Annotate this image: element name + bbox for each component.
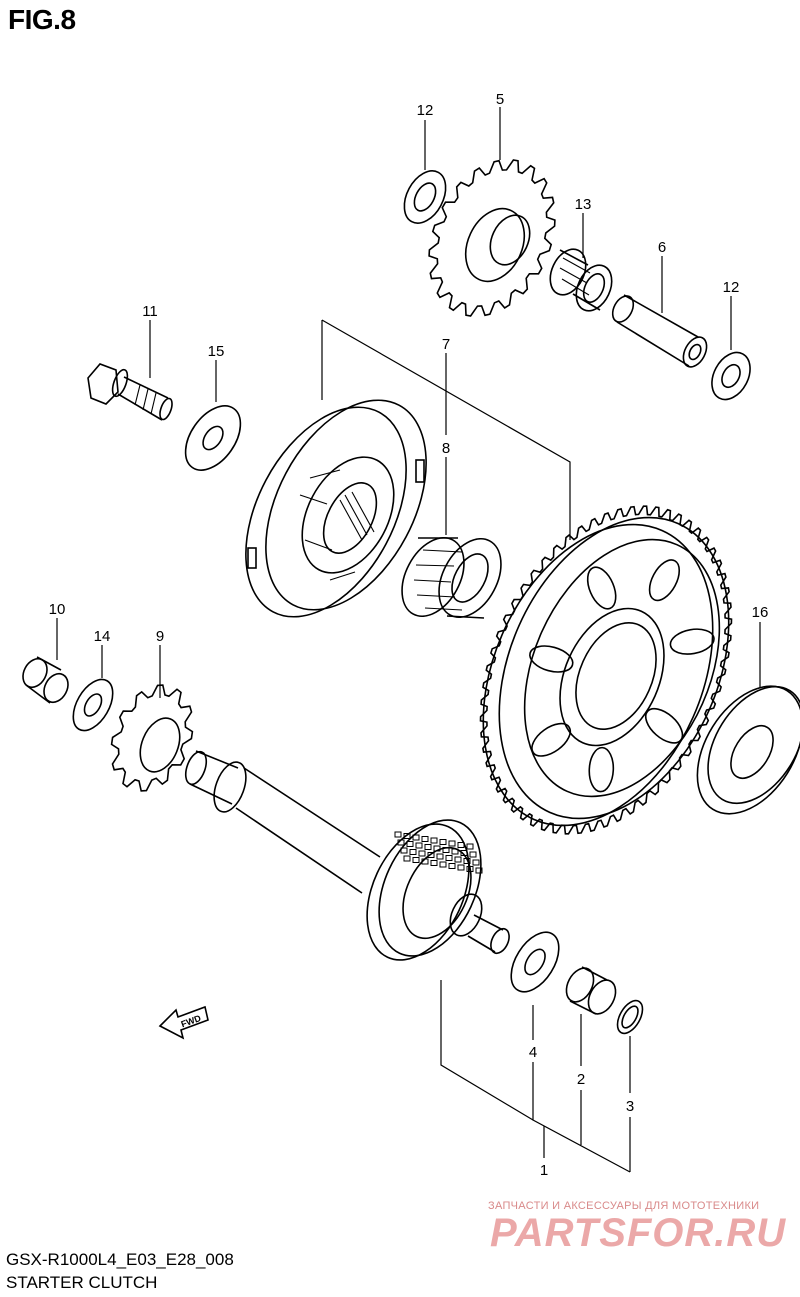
knurl-cell	[397, 839, 405, 846]
knurl-cell	[448, 863, 456, 869]
gear-window	[644, 707, 684, 744]
part-15-washer	[184, 405, 242, 471]
callout-9: 9	[156, 628, 164, 645]
knurl-cell	[439, 839, 447, 845]
knurl-cell	[403, 833, 411, 839]
fwd-arrow-icon	[158, 1005, 209, 1040]
callout-6: 6	[658, 239, 666, 256]
callout-1: 1	[540, 1162, 548, 1179]
watermark-tagline: ЗАПЧАСТИ И АКСЕССУАРЫ ДЛЯ МОТОТЕХНИКИ	[488, 1200, 760, 1212]
part-14-washer	[72, 678, 114, 732]
knurl-cell	[448, 840, 456, 847]
knurl-cell	[460, 850, 468, 856]
knurl-cell	[421, 858, 429, 865]
knurl-cell	[403, 855, 411, 862]
knurl-cell	[451, 848, 459, 855]
part-12-washer-upper	[403, 170, 447, 224]
knurl-cell	[457, 864, 465, 871]
knurl-cell	[466, 843, 474, 850]
knurl-cell	[424, 844, 432, 850]
part-6-shaft	[611, 294, 708, 368]
watermark-brand: PARTSFOR.RU	[490, 1211, 787, 1255]
gear-window	[529, 645, 574, 673]
knurl-cell	[394, 831, 402, 838]
gear-window	[531, 722, 572, 757]
callout-11: 11	[142, 303, 158, 320]
callout-16: 16	[752, 604, 769, 621]
part-7-clutch-housing	[245, 399, 427, 618]
knurl-cell	[475, 867, 483, 874]
part-10-bush	[22, 656, 69, 704]
knurl-cell	[463, 858, 471, 864]
callout-2: 2	[577, 1071, 585, 1088]
footer-section-name: STARTER CLUTCH	[6, 1273, 158, 1292]
knurl-cell	[457, 842, 465, 848]
callout-14: 14	[94, 628, 111, 645]
knurl-cell	[433, 845, 441, 852]
knurl-cell	[415, 842, 423, 849]
gear-window	[586, 566, 617, 610]
gear-window	[669, 628, 715, 655]
callout-10: 10	[49, 601, 66, 618]
knurl-cell	[442, 847, 450, 853]
part-12-washer-lower	[711, 351, 751, 401]
callout-4: 4	[529, 1044, 537, 1061]
footer-model-code: GSX-R1000L4_E03_E28_008	[6, 1250, 234, 1269]
part-2-bush	[565, 966, 617, 1015]
gear-window	[648, 559, 681, 602]
knurl-cell	[430, 837, 438, 844]
knurl-cell	[427, 852, 435, 858]
knurl-cell	[469, 851, 477, 858]
part-11-bolt	[87, 363, 173, 421]
callout-13: 13	[575, 196, 592, 213]
starter-driven-gear	[479, 505, 733, 835]
clutch-shaft-assembly	[184, 750, 510, 961]
knurl-cell	[430, 860, 438, 866]
callout-3: 3	[626, 1098, 634, 1115]
knurl-cell	[412, 857, 420, 863]
knurl-cell	[439, 861, 447, 868]
knurl-cell	[406, 841, 414, 847]
knurl-cell	[454, 856, 462, 863]
assembly-bracket-upper	[321, 319, 571, 540]
part-4-washer	[510, 931, 560, 993]
knurl-cell	[409, 849, 417, 855]
leader-lines	[56, 107, 761, 1093]
callout-7: 7	[442, 336, 450, 353]
gear-window	[588, 746, 615, 793]
callout-12-top: 12	[417, 102, 434, 119]
callout-5: 5	[496, 91, 504, 108]
callout-15: 15	[208, 343, 225, 360]
knurl-cell	[418, 850, 426, 857]
part-9-gear	[110, 684, 194, 792]
part-16-washer	[696, 685, 800, 815]
knurl-cell	[472, 859, 480, 866]
callout-12-right: 12	[723, 279, 740, 296]
knurl-cell	[400, 847, 408, 854]
callout-8: 8	[442, 440, 450, 457]
knurl-cell	[421, 836, 429, 842]
knurl-cell	[436, 853, 444, 860]
part-13-needle-bearing	[549, 248, 613, 312]
assembly-bracket-part-1	[440, 980, 631, 1173]
figure-title: FIG.8	[8, 4, 76, 35]
part-8-bearing	[401, 537, 502, 619]
part-3-circlip	[616, 999, 644, 1035]
knurl-cell	[445, 855, 453, 861]
knurl-cell	[466, 866, 474, 872]
knurl-cell	[412, 834, 420, 841]
part-5-gear	[428, 159, 556, 317]
